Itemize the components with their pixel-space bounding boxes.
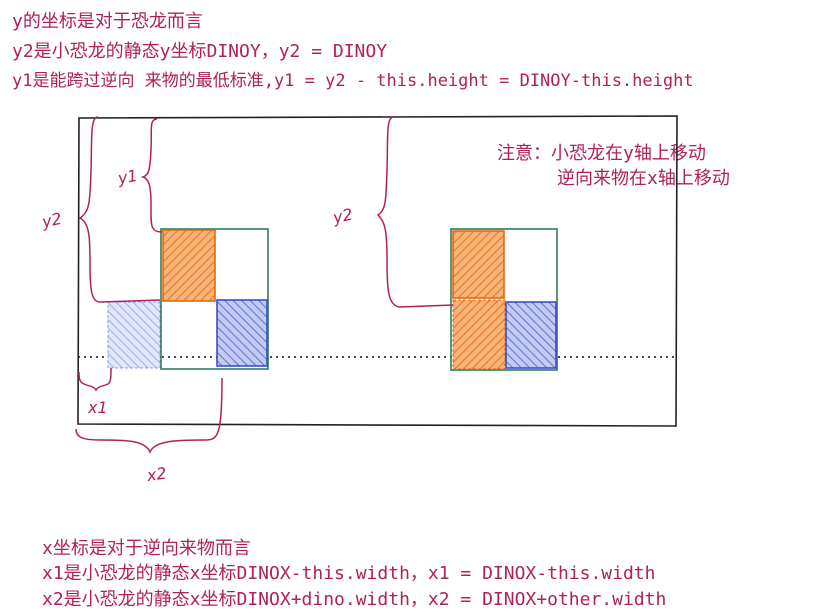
dino-jump-right	[452, 230, 505, 299]
footer-line-2: x1是小恐龙的静态x坐标DINOX-this.width，x1 = DINOX-…	[42, 563, 656, 584]
label-x2: x2	[145, 463, 168, 485]
label-y1: y1	[115, 166, 139, 188]
x2-brace	[75, 377, 223, 454]
obstacle-ghost-left	[107, 301, 161, 369]
footer-line-1: x坐标是对于逆向来物而言	[42, 538, 251, 559]
x1-brace	[78, 367, 112, 392]
canvas-frame	[77, 115, 678, 427]
label-x1: x1	[87, 398, 108, 417]
y2-brace-left	[78, 116, 161, 303]
footer-line-3: x2是小恐龙的静态x坐标DINOX+dino.width，x2 = DINOX+…	[42, 589, 667, 610]
dino-ground-right	[452, 299, 506, 370]
obstacle-left	[216, 299, 268, 367]
header-line-3: y1是能跨过逆向 来物的最低标准,y1 = y2 - this.height =…	[12, 71, 694, 91]
header-line-1: y的坐标是对于恐龙而言	[12, 11, 203, 32]
dino-box-left	[160, 228, 269, 370]
label-y2-right: y2	[330, 205, 354, 228]
note-line-1: 注意：小恐龙在y轴上移动	[497, 143, 706, 164]
dino-box-right	[450, 228, 558, 371]
obstacle-right	[505, 301, 557, 369]
y2-brace-right	[376, 116, 454, 308]
dino-jump-left	[162, 229, 216, 302]
note-line-2: 逆向来物在x轴上移动	[557, 168, 730, 189]
label-y2-left: y2	[39, 209, 63, 232]
y1-brace	[140, 118, 163, 233]
header-line-2: y2是小恐龙的静态y坐标DINOY，y2 = DINOY	[12, 41, 388, 62]
